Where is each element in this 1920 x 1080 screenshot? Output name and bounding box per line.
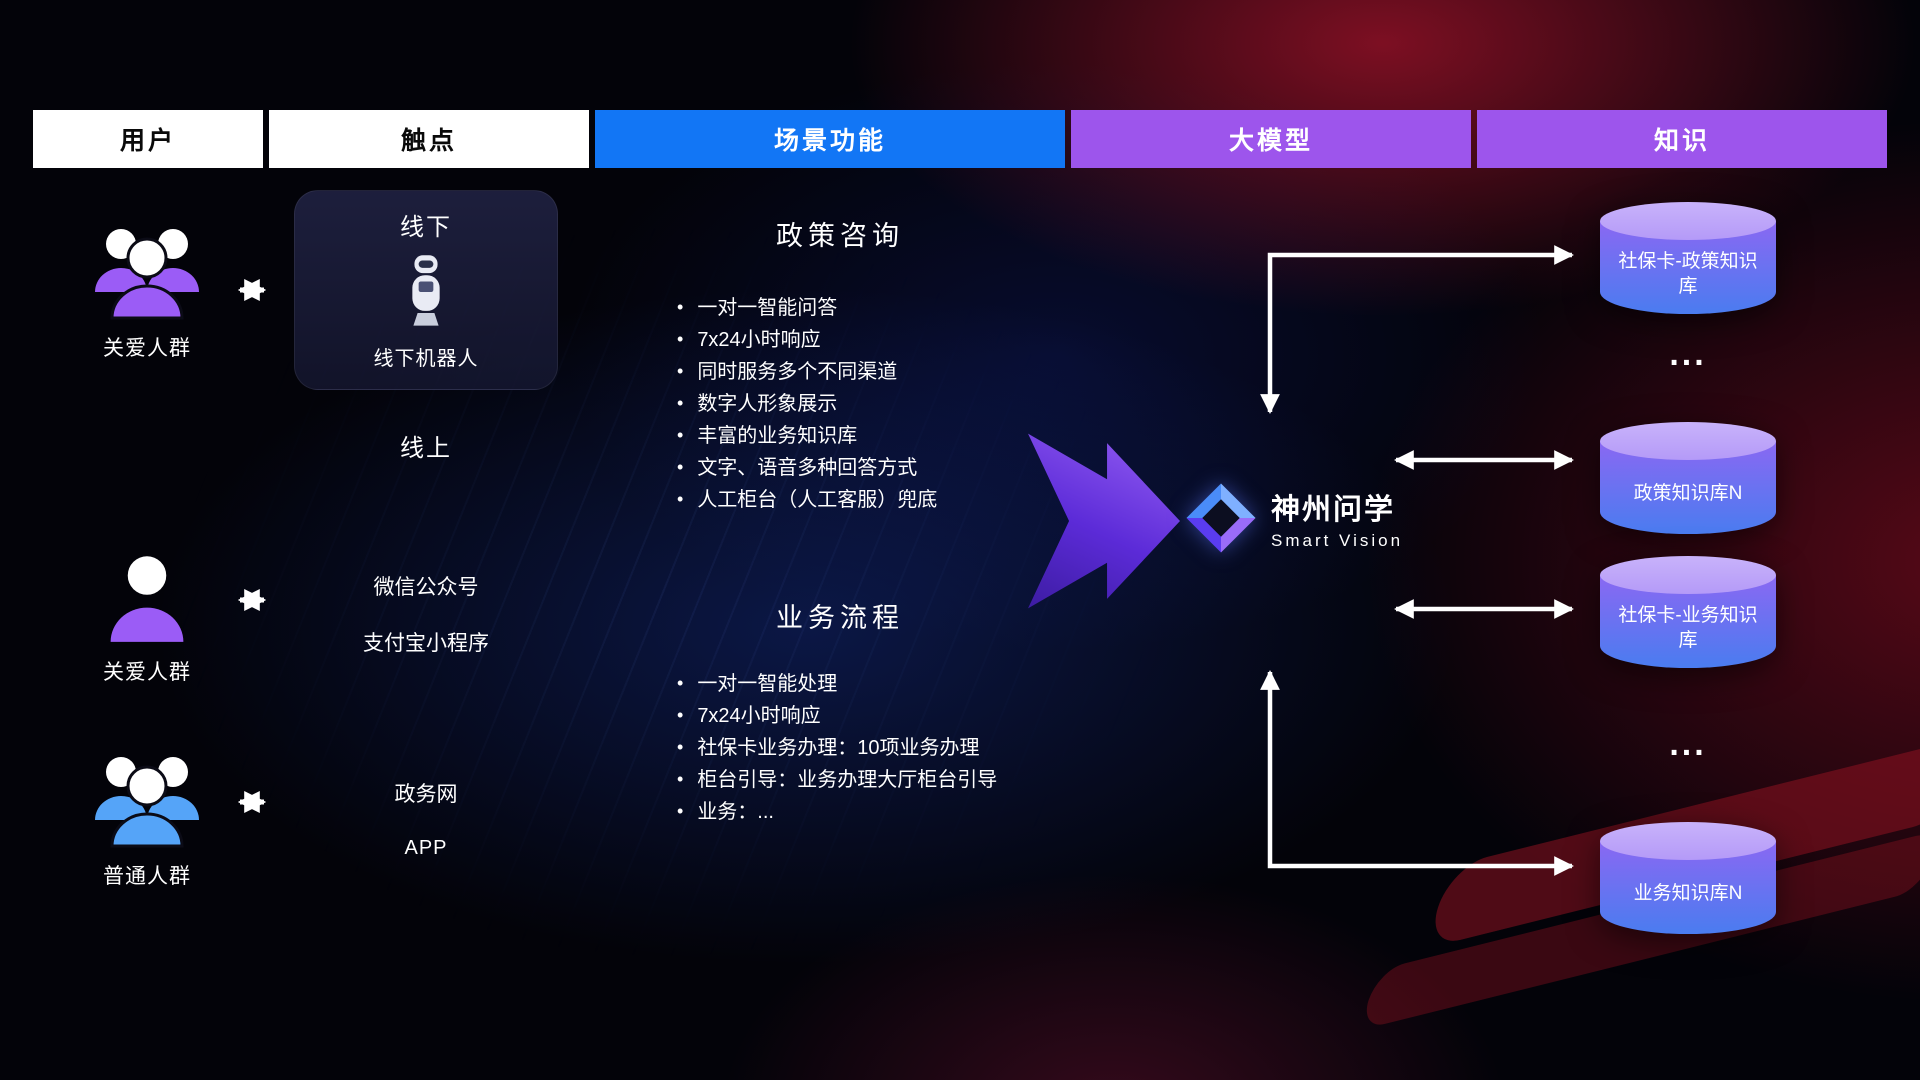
- kb-ellipsis: ...: [1669, 725, 1707, 763]
- db-cylinder-body: 社保卡-政策知识库: [1600, 221, 1776, 314]
- process-feature: 业务：...: [677, 796, 997, 828]
- kb-label: 业务知识库N: [1633, 883, 1743, 905]
- db-cylinder-top: [1600, 422, 1776, 460]
- policy-section-title: 政策咨询: [776, 221, 904, 251]
- user-label: 关爱人群: [103, 661, 191, 684]
- offline-touchpoint-panel: 线下 线下机器人: [294, 190, 558, 390]
- touchpoint-gov-web: 政务网: [394, 783, 458, 806]
- db-cylinder-top: [1600, 202, 1776, 240]
- kb-socialcard-business: 社保卡-业务知识库: [1600, 556, 1776, 668]
- user-group-general: 普通人群: [62, 748, 232, 890]
- people-group-icon: [95, 757, 199, 848]
- kb-label: 社保卡-业务知识库: [1618, 604, 1758, 651]
- user-label: 普通人群: [103, 865, 191, 888]
- person-icon: [110, 556, 184, 642]
- process-feature: 一对一智能处理: [677, 668, 997, 700]
- process-feature-list: 一对一智能处理 7x24小时响应 社保卡业务办理：10项业务办理 柜台引导：业务…: [677, 668, 997, 828]
- policy-feature: 文字、语音多种回答方式: [677, 452, 937, 484]
- touchpoint-app: APP: [404, 837, 448, 859]
- robot-icon: [412, 255, 440, 326]
- model-brand-block: 神州问学 Smart Vision: [1185, 482, 1403, 554]
- header-users: 用户: [33, 110, 263, 168]
- process-feature: 社保卡业务办理：10项业务办理: [677, 732, 997, 764]
- kb-policy-n: 政策知识库N: [1600, 422, 1776, 534]
- process-feature: 柜台引导：业务办理大厅柜台引导: [677, 764, 997, 796]
- policy-feature: 一对一智能问答: [677, 292, 937, 324]
- touchpoint-wechat: 微信公众号: [373, 576, 479, 599]
- policy-feature: 丰富的业务知识库: [677, 420, 937, 452]
- smart-vision-logo-icon: [1186, 483, 1256, 553]
- policy-feature: 数字人形象展示: [677, 388, 937, 420]
- policy-feature: 7x24小时响应: [677, 324, 937, 356]
- header-knowledge: 知识: [1477, 110, 1887, 168]
- people-group-icon: [95, 229, 199, 320]
- process-section-title: 业务流程: [776, 603, 904, 633]
- db-cylinder-top: [1600, 556, 1776, 594]
- flow-arrow-to-model: [1028, 433, 1180, 609]
- user-single-care: 关爱人群: [62, 552, 232, 686]
- offline-title: 线下: [400, 214, 452, 241]
- policy-feature: 同时服务多个不同渠道: [677, 356, 937, 388]
- kb-label: 社保卡-政策知识库: [1618, 250, 1758, 297]
- kb-business-n: 业务知识库N: [1600, 822, 1776, 934]
- user-group-care: 关爱人群: [62, 220, 232, 362]
- kb-label: 政策知识库N: [1633, 483, 1743, 505]
- brand-name: 神州问学: [1271, 493, 1396, 526]
- policy-feature: 人工柜台（人工客服）兜底: [677, 484, 937, 516]
- process-feature: 7x24小时响应: [677, 700, 997, 732]
- kb-socialcard-policy: 社保卡-政策知识库: [1600, 202, 1776, 314]
- db-cylinder-top: [1600, 822, 1776, 860]
- online-title: 线上: [400, 435, 452, 462]
- user-label: 关爱人群: [103, 337, 191, 360]
- kb-ellipsis: ...: [1669, 335, 1707, 373]
- offline-robot-label: 线下机器人: [373, 348, 479, 370]
- touchpoint-alipay: 支付宝小程序: [363, 632, 489, 655]
- header-touchpoints: 触点: [269, 110, 589, 168]
- policy-feature-list: 一对一智能问答 7x24小时响应 同时服务多个不同渠道 数字人形象展示 丰富的业…: [677, 292, 937, 516]
- header-model: 大模型: [1071, 110, 1471, 168]
- header-functions: 场景功能: [595, 110, 1065, 168]
- brand-subtitle: Smart Vision: [1271, 530, 1404, 550]
